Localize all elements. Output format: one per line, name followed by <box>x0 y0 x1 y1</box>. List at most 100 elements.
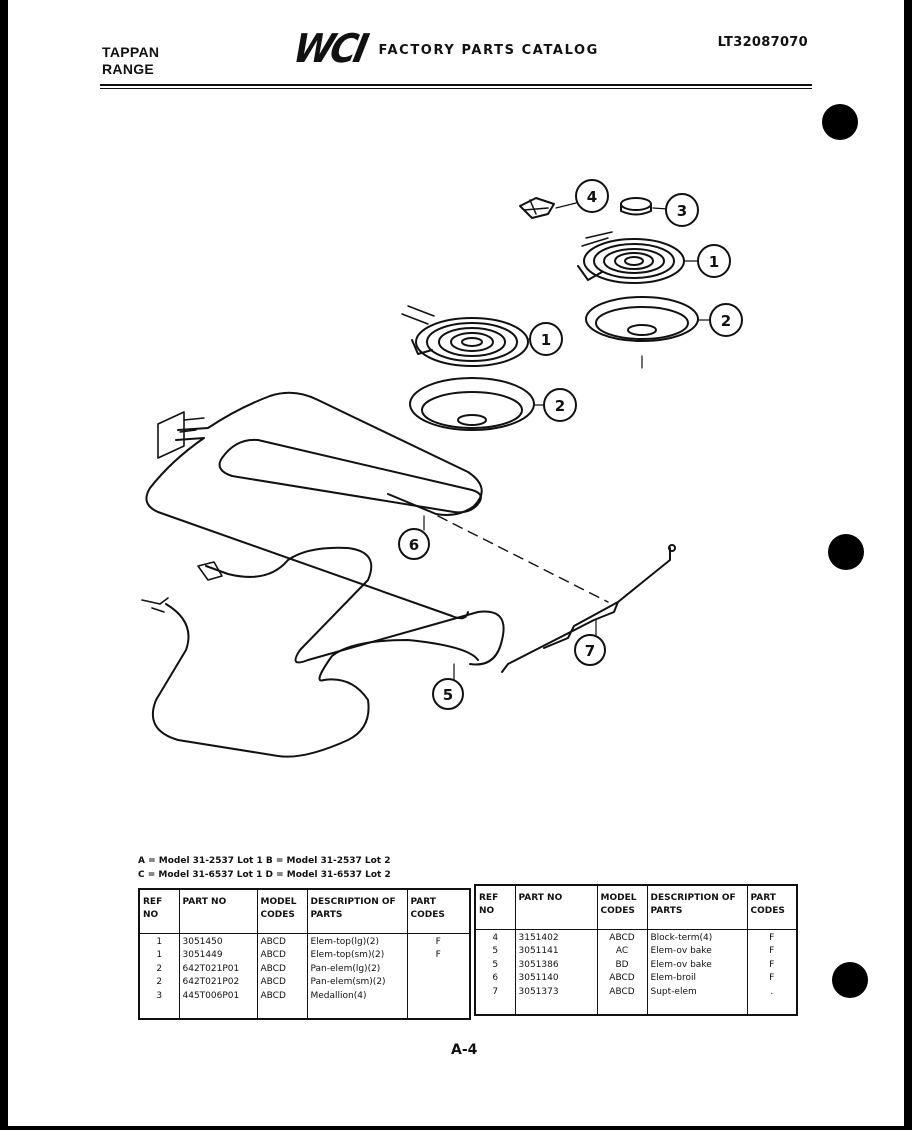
table-cell: F <box>435 936 441 947</box>
table-cell: Elem-ov bake <box>650 946 712 956</box>
bake-element <box>141 546 505 758</box>
document-number: LT32087070 <box>717 35 808 50</box>
col-model-codes: MODEL CODES <box>596 885 647 930</box>
brand-line-2: RANGE <box>102 61 155 77</box>
table-cell: F <box>769 932 775 943</box>
col-part-codes: PART CODES <box>406 889 470 934</box>
table-cell: AC <box>615 946 629 956</box>
part-codes-column: F F <box>406 933 470 1019</box>
table-cell: F <box>435 950 441 960</box>
callout-6-label: 6 <box>409 536 419 554</box>
table-cell: 6 <box>492 973 499 983</box>
callout-2-center: 2 <box>543 388 577 422</box>
surface-element-large-center <box>401 305 535 367</box>
model-codes-column: ABCD ABCD ABCD ABCD ABCD <box>256 933 307 1019</box>
medallion-part <box>620 197 669 216</box>
callout-4-label: 4 <box>587 188 597 206</box>
ref-no-column: 4 5 5 6 7 <box>475 929 515 1015</box>
table-cell: 7 <box>492 986 499 997</box>
table-header-row: REF NO PART NO MODEL CODES DESCRIPTION O… <box>139 889 470 934</box>
table-cell: ABCD <box>260 963 286 974</box>
table-cell: Medallion(4) <box>310 990 367 1001</box>
table-cell: Elem-ov bake <box>650 959 712 970</box>
punch-hole <box>822 104 858 140</box>
exploded-parts-diagram: 4 3 1 2 1 2 6 7 <box>141 179 743 758</box>
brand-line-1: TAPPAN <box>102 44 160 60</box>
table-body: 4 5 5 6 7 3151402 3051141 3051386 305114… <box>475 929 797 1015</box>
callout-1-upper-label: 1 <box>709 253 719 271</box>
table-cell: ABCD <box>260 990 286 1001</box>
element-support <box>501 544 676 673</box>
punch-hole <box>828 534 864 570</box>
table-cell: 5 <box>492 959 499 970</box>
callout-2-upper-label: 2 <box>721 312 731 330</box>
table-cell: 642T021P01 <box>182 963 240 974</box>
broil-element <box>145 391 483 620</box>
table-cell: Elem-top(lg)(2) <box>310 936 379 947</box>
table-cell: 2 <box>156 977 163 987</box>
callout-1-center-label: 1 <box>541 331 551 349</box>
part-no-column: 3151402 3051141 3051386 3051140 3051373 <box>514 929 597 1015</box>
col-part-no: PART NO <box>514 885 597 930</box>
table-header-row: REF NO PART NO MODEL CODES DESCRIPTION O… <box>475 885 797 930</box>
col-part-codes: PART CODES <box>746 885 797 930</box>
page-number: A-4 <box>451 1042 478 1058</box>
terminal-block-part <box>519 197 577 219</box>
table-cell: 5 <box>492 946 499 956</box>
callout-6: 6 <box>398 528 430 560</box>
surface-element-small-upper <box>577 231 701 284</box>
model-legend: A = Model 31-2537 Lot 1 B = Model 31-253… <box>138 854 391 882</box>
model-codes-column: ABCD AC BD ABCD ABCD <box>596 929 647 1015</box>
legend-line-2: C = Model 31-6537 Lot 1 D = Model 31-653… <box>138 870 391 880</box>
description-column: Elem-top(lg)(2) Elem-top(sm)(2) Pan-elem… <box>306 933 407 1019</box>
table-cell: 2 <box>156 963 163 974</box>
table-cell: 3051141 <box>518 946 559 956</box>
header-rule <box>100 84 812 86</box>
callout-1-center: 1 <box>529 322 563 356</box>
header-rule-thin <box>100 88 812 89</box>
table-cell: ABCD <box>260 977 286 987</box>
callout-7: 7 <box>574 634 606 666</box>
table-cell: 3051373 <box>518 986 559 997</box>
table-cell: Elem-broil <box>650 973 696 983</box>
parts-table-left: REF NO PART NO MODEL CODES DESCRIPTION O… <box>138 888 471 1020</box>
ref-no-column: 1 1 2 2 3 <box>139 933 179 1019</box>
description-column: Block-term(4) Elem-ov bake Elem-ov bake … <box>646 929 747 1015</box>
part-no-column: 3051450 3051449 642T021P01 642T021P02 44… <box>178 933 257 1019</box>
col-model-codes: MODEL CODES <box>256 889 307 934</box>
table-cell: 3051386 <box>518 959 559 970</box>
catalog-page: TAPPAN RANGE WCI FACTORY PARTS CATALOG L… <box>8 0 904 1126</box>
table-cell: F <box>769 946 775 956</box>
drip-pan-upper <box>585 296 713 369</box>
col-description: DESCRIPTION OF PARTS <box>646 885 747 930</box>
part-codes-column: F F F F . <box>746 929 797 1015</box>
table-cell: ABCD <box>609 932 635 943</box>
table-cell: F <box>769 959 775 970</box>
col-description: DESCRIPTION OF PARTS <box>306 889 407 934</box>
table-cell: . <box>770 986 774 997</box>
table-cell: 445T006P01 <box>182 990 240 1001</box>
callout-7-label: 7 <box>585 642 595 660</box>
callout-5-label: 5 <box>443 686 453 704</box>
table-body: 1 1 2 2 3 3051450 3051449 642T021P01 642… <box>139 933 470 1019</box>
callout-2-upper: 2 <box>709 303 743 337</box>
catalog-title: FACTORY PARTS CATALOG <box>378 42 599 58</box>
callout-4: 4 <box>575 179 609 213</box>
callout-2-center-label: 2 <box>555 397 565 415</box>
parts-table-right: REF NO PART NO MODEL CODES DESCRIPTION O… <box>474 884 798 1016</box>
table-cell: 3051140 <box>518 973 559 983</box>
table-cell: Supt-elem <box>650 986 697 997</box>
table-cell: 3051449 <box>182 950 223 960</box>
table-cell: 4 <box>492 932 499 943</box>
catalog-header: WCI FACTORY PARTS CATALOG <box>289 27 599 72</box>
legend-line-1: A = Model 31-2537 Lot 1 B = Model 31-253… <box>138 856 391 866</box>
table-cell: BD <box>615 959 629 970</box>
callout-3-label: 3 <box>677 202 687 220</box>
table-cell: 1 <box>156 936 163 947</box>
callout-1-upper: 1 <box>697 244 731 278</box>
table-cell: 642T021P02 <box>182 977 240 987</box>
table-cell: 3051450 <box>182 936 223 947</box>
punch-hole <box>832 962 868 998</box>
brand-label: TAPPAN RANGE <box>102 44 159 78</box>
callout-3: 3 <box>665 193 699 227</box>
